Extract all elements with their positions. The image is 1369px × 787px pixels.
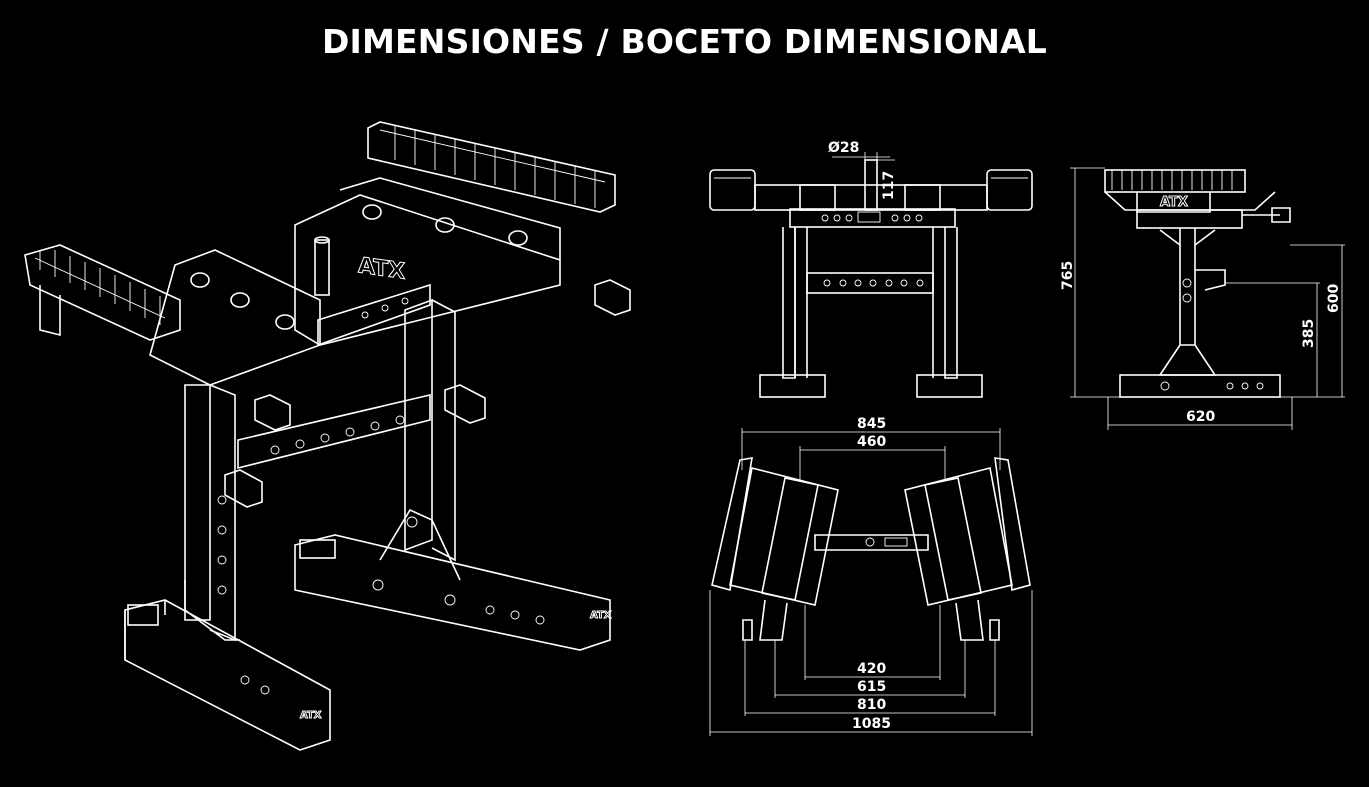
top-view: 845 460 420 615 810 1085 (709, 416, 1033, 736)
dim-post-height: 117 (881, 171, 897, 200)
side-view: ATX 765 600 385 620 (1060, 167, 1345, 430)
isometric-view: ATX ATX ATX (24, 121, 631, 751)
atx-logo-foot-left: ATX (300, 710, 322, 721)
dim-diameter: Ø28 (828, 140, 859, 156)
dim-depth: 620 (1186, 409, 1215, 425)
page-title: DIMENSIONES / BOCETO DIMENSIONAL (321, 22, 1048, 61)
dim-foot-mid: 615 (857, 679, 886, 695)
dim-inner-width: 460 (857, 434, 886, 450)
dim-foot-inner: 420 (857, 661, 886, 677)
atx-logo-side: ATX (1160, 195, 1188, 210)
dim-foot-outer: 810 (857, 697, 886, 713)
dim-lower-hook: 385 (1301, 319, 1317, 348)
dim-total-width: 1085 (852, 716, 891, 732)
dim-upper-hook: 600 (1326, 284, 1342, 313)
atx-logo: ATX (358, 252, 405, 285)
front-view: Ø28 117 (709, 140, 1033, 398)
dim-outer-width: 845 (857, 416, 886, 432)
atx-logo-foot-right: ATX (590, 610, 612, 621)
dim-total-height: 765 (1060, 261, 1076, 290)
